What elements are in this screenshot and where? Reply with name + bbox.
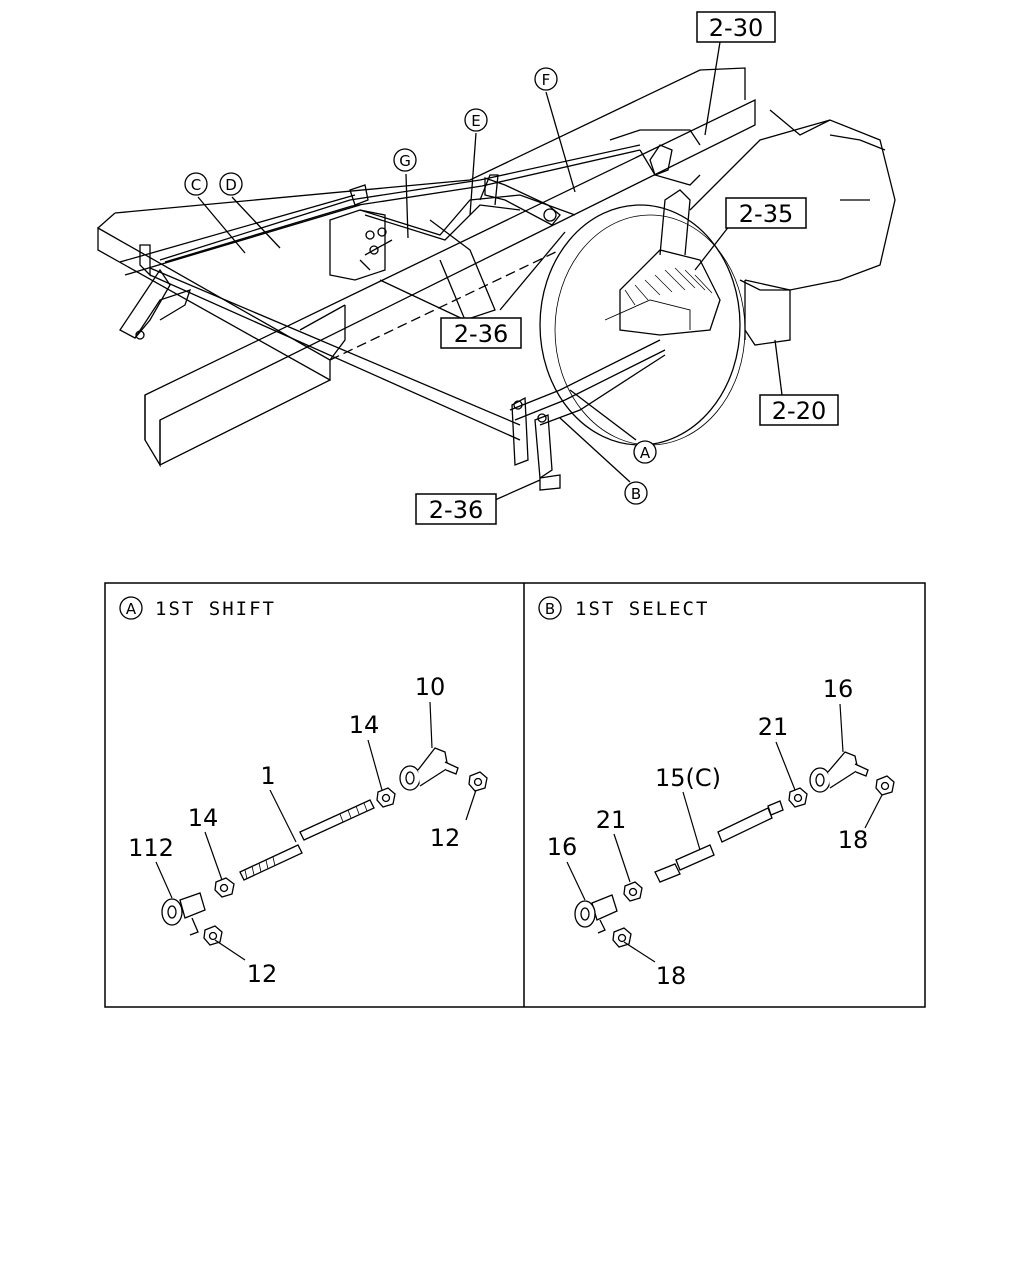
svg-text:A: A bbox=[640, 444, 651, 462]
detail-b-labels: 16 21 15(C) 18 21 16 18 bbox=[547, 675, 869, 990]
svg-text:G: G bbox=[399, 152, 411, 170]
part-14-nut-left bbox=[214, 877, 235, 898]
part-15-rod bbox=[654, 800, 784, 883]
part-112-ball-joint bbox=[161, 892, 206, 936]
label-10: 10 bbox=[415, 673, 446, 701]
part-18-nut-right bbox=[875, 775, 895, 796]
label-112: 112 bbox=[128, 834, 174, 862]
callout-f: F bbox=[534, 67, 558, 91]
middle-bracket bbox=[329, 184, 393, 281]
label-14-top: 14 bbox=[349, 711, 380, 739]
label-16-top: 16 bbox=[823, 675, 854, 703]
part-21-nut-left bbox=[623, 881, 643, 902]
ref-2-35[interactable]: 2-35 bbox=[725, 197, 807, 229]
part-14-nut-top bbox=[376, 787, 396, 808]
detail-a-header: A 1ST SHIFT bbox=[119, 596, 276, 620]
detail-b-leaders bbox=[566, 703, 883, 963]
svg-text:2-20: 2-20 bbox=[772, 397, 826, 425]
frame-rail bbox=[97, 67, 756, 468]
svg-text:F: F bbox=[542, 71, 551, 89]
callout-b: B bbox=[624, 481, 648, 505]
detail-b-title: 1ST SELECT bbox=[575, 598, 709, 620]
label-12-right: 12 bbox=[430, 824, 461, 852]
svg-text:2-36: 2-36 bbox=[429, 496, 483, 524]
front-bracket bbox=[119, 244, 192, 340]
label-12-bottom: 12 bbox=[247, 960, 278, 988]
part-16-ball-joint-left bbox=[574, 894, 618, 934]
label-18-right: 18 bbox=[838, 826, 869, 854]
svg-text:B: B bbox=[631, 485, 641, 503]
callout-d: D bbox=[219, 172, 243, 196]
callout-g: G bbox=[393, 148, 417, 172]
svg-text:2-30: 2-30 bbox=[709, 14, 763, 42]
part-21-nut-top bbox=[788, 787, 808, 808]
ref-2-20[interactable]: 2-20 bbox=[759, 394, 839, 426]
part-12-nut-right bbox=[468, 771, 488, 792]
detail-b-marker bbox=[538, 596, 562, 620]
label-18-bottom: 18 bbox=[656, 962, 687, 990]
detail-a-marker bbox=[119, 596, 143, 620]
part-16-ball-joint-right bbox=[809, 751, 869, 793]
callout-a: A bbox=[633, 440, 657, 464]
svg-text:2-35: 2-35 bbox=[739, 200, 793, 228]
part-12-nut-bottom bbox=[203, 925, 223, 946]
part-18-nut-bottom bbox=[612, 927, 632, 948]
label-14-left: 14 bbox=[188, 804, 219, 832]
ref-2-36-top[interactable]: 2-36 bbox=[440, 317, 522, 349]
detail-b-parts bbox=[574, 751, 895, 948]
label-1: 1 bbox=[260, 762, 275, 790]
overview-illustration bbox=[97, 67, 896, 491]
part-10-ball-joint bbox=[399, 747, 459, 791]
detail-a-leaders bbox=[155, 701, 477, 961]
ref-2-36-bottom[interactable]: 2-36 bbox=[415, 493, 497, 525]
part-1-rod bbox=[239, 799, 375, 881]
callout-e: E bbox=[464, 108, 488, 132]
detail-frame bbox=[104, 582, 926, 1008]
label-16-left: 16 bbox=[547, 833, 578, 861]
svg-text:C: C bbox=[191, 176, 201, 194]
svg-text:2-36: 2-36 bbox=[454, 320, 508, 348]
control-cables bbox=[119, 144, 666, 441]
detail-a-labels: 10 14 1 12 14 112 12 bbox=[128, 673, 460, 988]
label-15c: 15(C) bbox=[655, 764, 721, 792]
label-21-left: 21 bbox=[596, 806, 627, 834]
svg-text:B: B bbox=[545, 600, 555, 618]
upper-lever bbox=[479, 174, 561, 226]
label-21-top: 21 bbox=[758, 713, 789, 741]
rear-bracket bbox=[511, 396, 561, 491]
svg-text:D: D bbox=[225, 176, 237, 194]
overview-leaders bbox=[197, 41, 783, 501]
detail-a-title: 1ST SHIFT bbox=[155, 598, 276, 620]
svg-text:E: E bbox=[471, 112, 480, 130]
svg-text:A: A bbox=[126, 600, 137, 618]
ref-2-30[interactable]: 2-30 bbox=[696, 11, 776, 43]
callout-c: C bbox=[184, 172, 208, 196]
detail-b-header: B 1ST SELECT bbox=[538, 596, 709, 620]
detail-a-parts bbox=[161, 747, 488, 946]
